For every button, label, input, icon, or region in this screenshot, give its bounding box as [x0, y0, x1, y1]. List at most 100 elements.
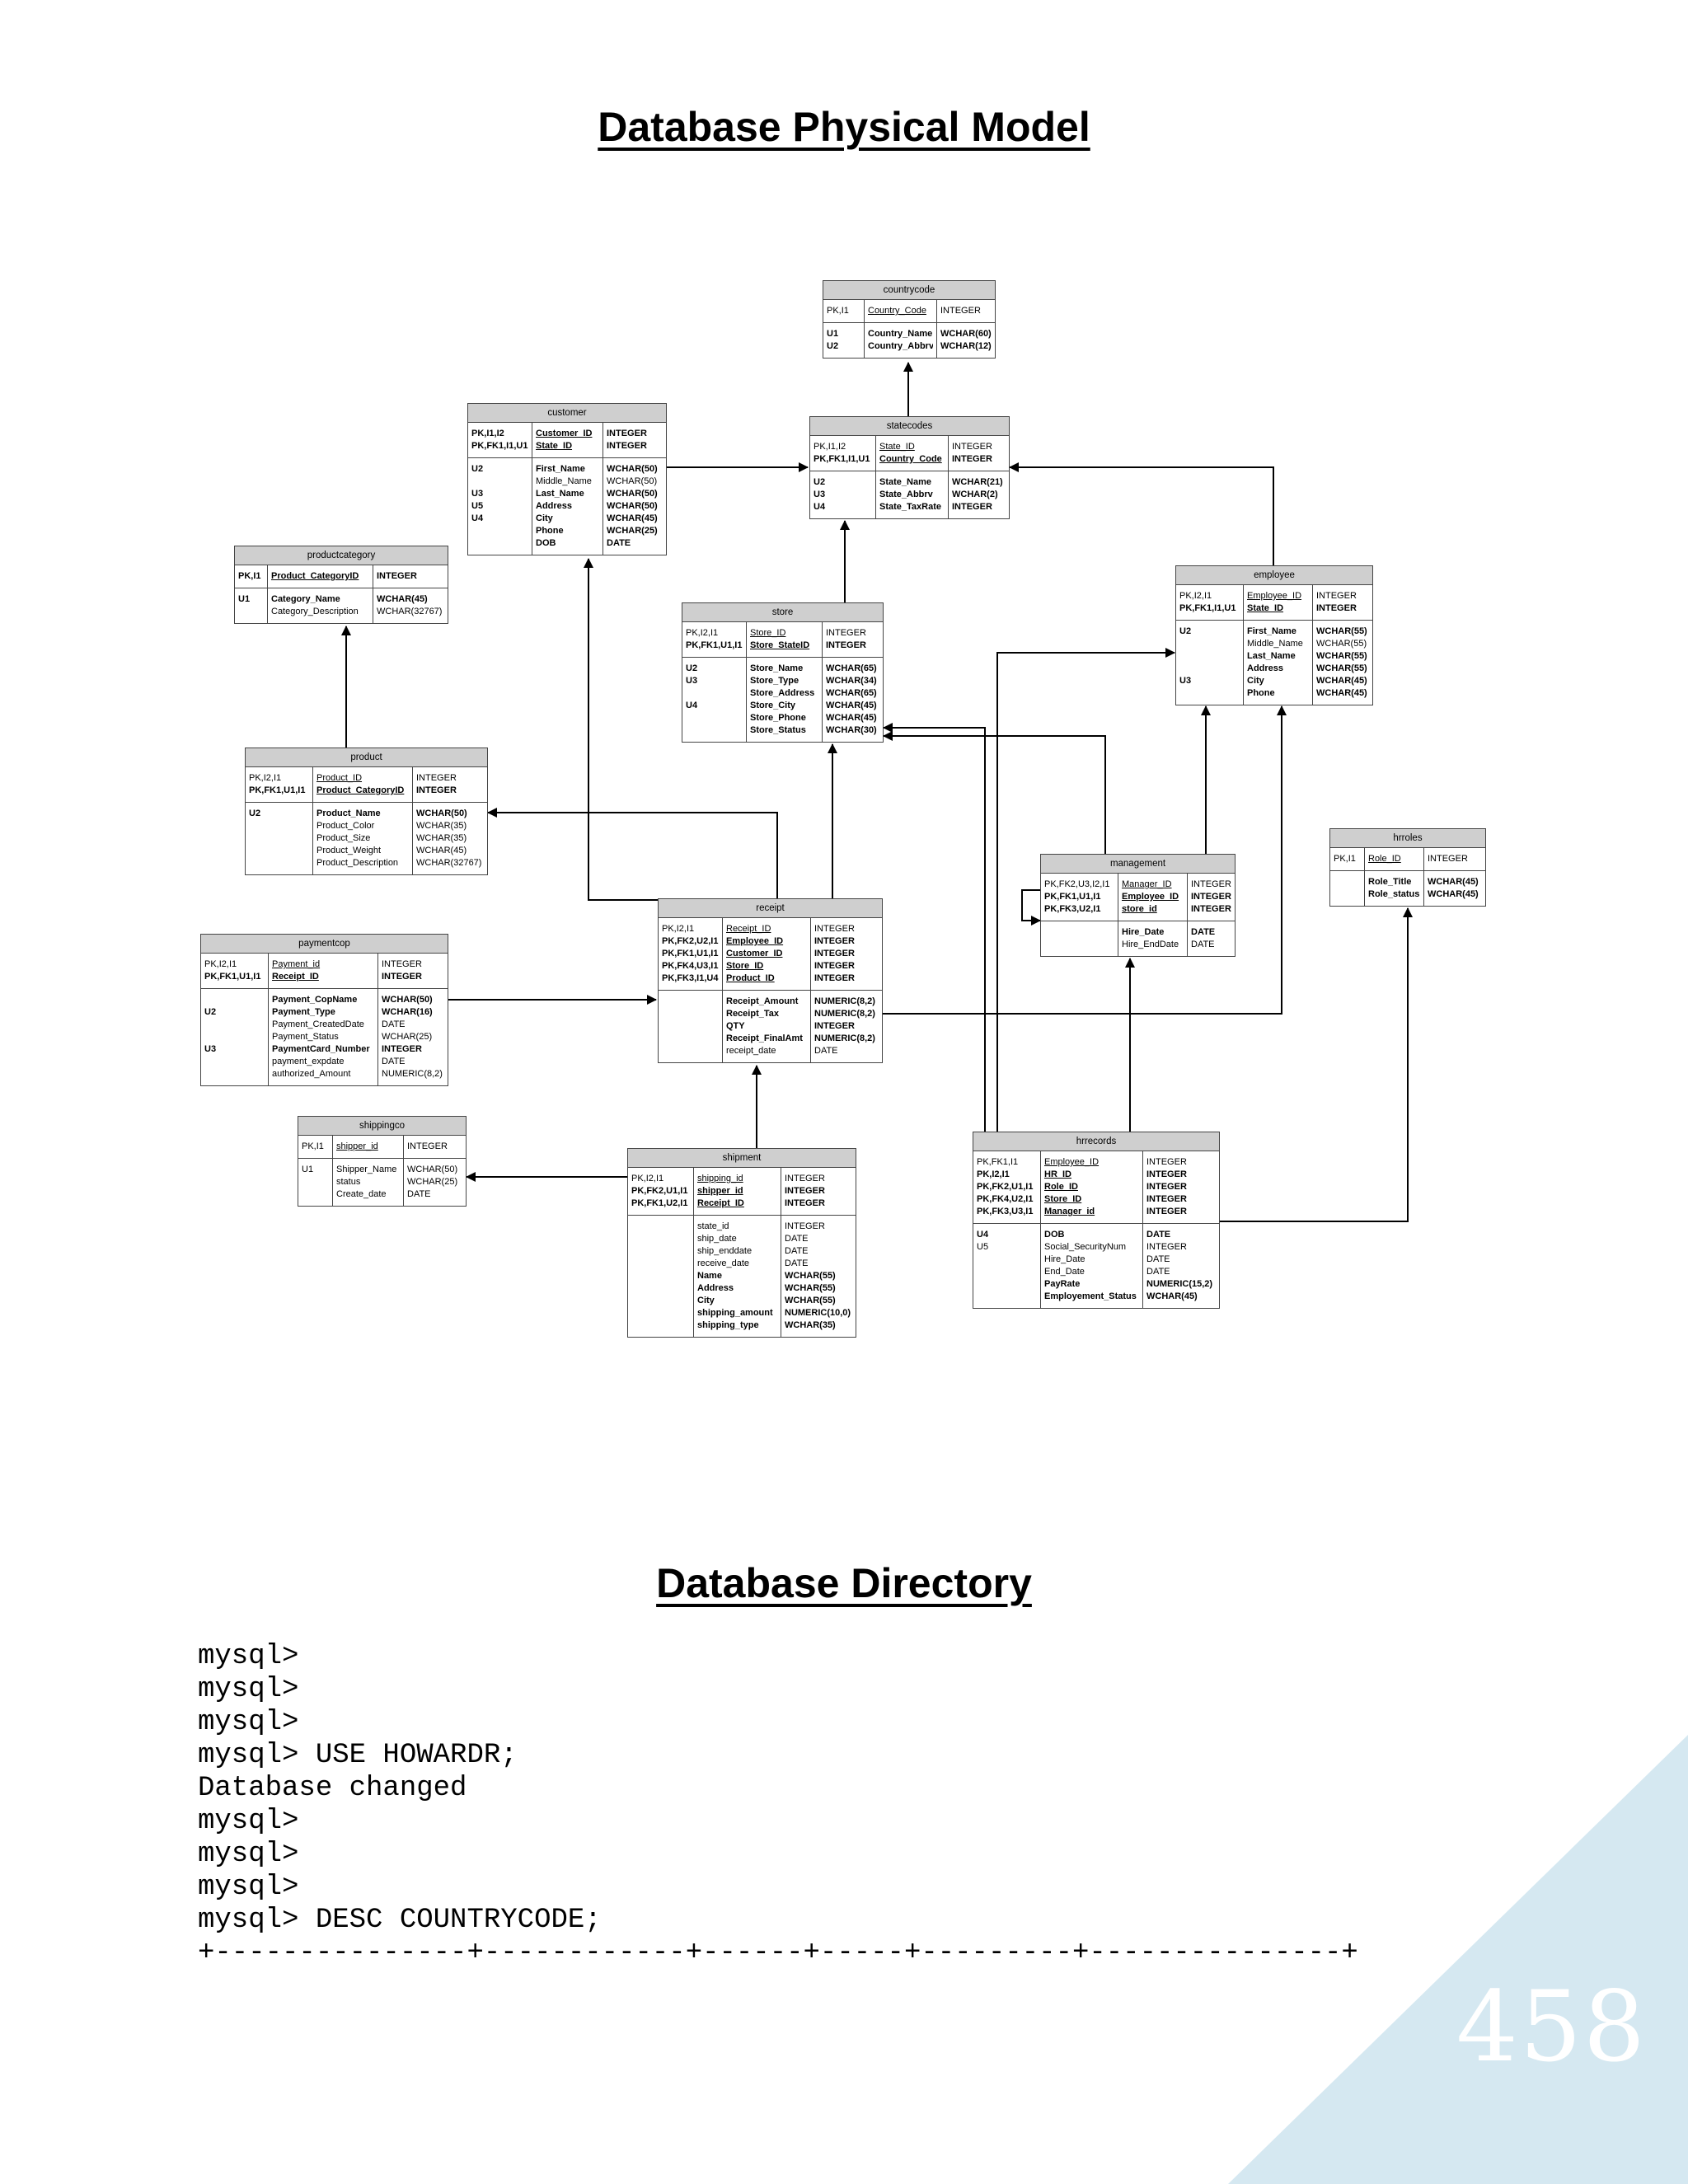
- field-type: WCHAR(34): [826, 676, 877, 686]
- field-type: INTEGER: [416, 773, 457, 783]
- field-name: Receipt_ID: [726, 924, 771, 934]
- field-name: Phone: [536, 526, 564, 536]
- type-column: INTEGER: [937, 300, 995, 322]
- key-flag: [249, 820, 309, 832]
- key-flag: [662, 1008, 719, 1020]
- field-name: ship_enddate: [697, 1246, 753, 1256]
- field-column: Product_CategoryID: [268, 565, 373, 588]
- key-flag: [204, 1068, 265, 1080]
- key-flag: PK,I2,I1: [631, 1174, 664, 1183]
- key-flag: [631, 1295, 690, 1307]
- key-flag: PK,FK2,U1,I1: [977, 1182, 1034, 1192]
- field-name: Last_Name: [536, 489, 584, 499]
- field-name: shipper_id: [336, 1141, 378, 1151]
- field-column: Role_ID: [1365, 848, 1424, 870]
- field-type: INTEGER: [607, 429, 647, 438]
- terminal-line: mysql>: [198, 1674, 299, 1705]
- key-flag: [631, 1319, 690, 1332]
- field-name: Store_Status: [750, 725, 806, 735]
- field-name: Employee_ID: [1122, 892, 1179, 902]
- field-name: Middle_Name: [1247, 639, 1303, 649]
- field-name: Payment_id: [272, 959, 321, 969]
- table-name: shippingco: [298, 1117, 466, 1136]
- field-type: DATE: [382, 1019, 406, 1029]
- field-type: INTEGER: [814, 1021, 855, 1031]
- key-column: PK,I1: [298, 1136, 333, 1158]
- field-name: Payment_Status: [272, 1032, 339, 1042]
- field-name: Store_Phone: [750, 713, 806, 723]
- terminal-line: mysql>: [198, 1806, 299, 1837]
- rel-hrrecords-store: [883, 723, 986, 1132]
- field-name: First_Name: [1247, 626, 1296, 636]
- field-type: NUMERIC(15,2): [1146, 1279, 1213, 1289]
- field-type: INTEGER: [952, 502, 992, 512]
- field-type: WCHAR(45): [1316, 676, 1367, 686]
- key-flag: U5: [471, 501, 484, 511]
- field-type: WCHAR(16): [382, 1007, 433, 1017]
- field-name: shipping_amount: [697, 1308, 773, 1318]
- field-type: WCHAR(25): [607, 526, 658, 536]
- field-type: WCHAR(50): [607, 476, 658, 486]
- page-number: 458: [1456, 1970, 1647, 2083]
- key-flag: [471, 476, 528, 488]
- field-type: WCHAR(50): [407, 1165, 458, 1174]
- field-name: Store_ID: [1044, 1194, 1082, 1204]
- field-name: Product_Color: [316, 821, 375, 831]
- field-name: Receipt_Tax: [726, 1009, 779, 1019]
- field-name: Store_StateID: [750, 640, 810, 650]
- key-flag: U2: [1179, 626, 1192, 636]
- field-type: DATE: [814, 1046, 838, 1056]
- field-name: Last_Name: [1247, 651, 1296, 661]
- type-column: INTEGER: [1424, 848, 1485, 870]
- type-column: WCHAR(50)WCHAR(35)WCHAR(35)WCHAR(45)WCHA…: [413, 803, 487, 874]
- field-name: Product_ID: [316, 773, 363, 783]
- field-type: INTEGER: [1146, 1182, 1187, 1192]
- key-column: [628, 1216, 694, 1337]
- field-name: Product_CategoryID: [271, 571, 359, 581]
- key-flag: [238, 606, 264, 618]
- table-name: management: [1041, 855, 1235, 874]
- field-type: INTEGER: [814, 924, 855, 934]
- key-column: [1330, 871, 1365, 906]
- terminal-line: +---------------+------------+------+---…: [198, 1938, 1358, 1969]
- key-column: PK,I1: [1330, 848, 1365, 870]
- field-type: NUMERIC(8,2): [814, 1033, 875, 1043]
- field-type: INTEGER: [814, 936, 855, 946]
- field-name: store_id: [1122, 904, 1157, 914]
- key-flag: U3: [471, 489, 484, 499]
- field-name: Manager_ID: [1122, 879, 1172, 889]
- table-name: shipment: [628, 1149, 856, 1168]
- field-type: NUMERIC(8,2): [382, 1069, 443, 1079]
- field-name: City: [536, 513, 553, 523]
- field-name: Address: [1247, 663, 1284, 673]
- field-name: DOB: [536, 538, 556, 548]
- field-type: INTEGER: [1146, 1157, 1187, 1167]
- key-flag: U3: [814, 490, 826, 499]
- key-flag: [1179, 650, 1240, 663]
- key-flag: PK,FK4,U2,I1: [977, 1194, 1034, 1204]
- key-flag: PK,FK3,I1,U4: [662, 973, 719, 983]
- field-name: Country_Code: [868, 306, 926, 316]
- key-flag: [204, 994, 265, 1006]
- field-type: INTEGER: [814, 961, 855, 971]
- field-type: INTEGER: [1316, 591, 1357, 601]
- field-type: DATE: [607, 538, 631, 548]
- field-type: INTEGER: [1146, 1169, 1187, 1179]
- key-flag: [631, 1258, 690, 1270]
- field-type: WCHAR(2): [952, 490, 998, 499]
